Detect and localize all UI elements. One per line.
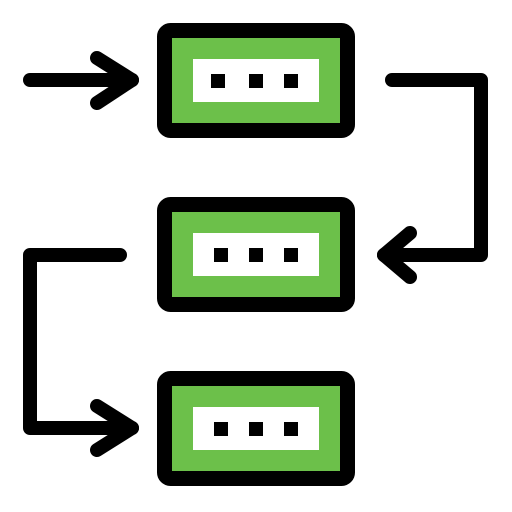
dot	[284, 248, 298, 262]
ellipsis-icon	[214, 248, 298, 262]
ellipsis-icon	[211, 74, 298, 88]
ellipsis-icon	[214, 422, 298, 436]
flow-step-1	[157, 23, 355, 138]
entry-arrow-icon	[23, 51, 139, 110]
flow-step-2	[157, 197, 355, 312]
dot	[211, 74, 225, 88]
dot	[249, 74, 263, 88]
step1-to-step2-head	[377, 226, 417, 284]
step1-to-step2-arrow-icon	[377, 73, 488, 284]
dot	[249, 248, 263, 262]
flow-step-3	[157, 371, 355, 486]
dot	[249, 422, 263, 436]
dot	[284, 422, 298, 436]
step2-to-step3-head	[90, 399, 139, 457]
dot	[214, 248, 228, 262]
step2-to-step3-arrow-icon	[23, 248, 139, 457]
dot	[214, 422, 228, 436]
step2-to-step3-shaft	[23, 248, 139, 435]
entry-arrow-head	[90, 51, 139, 110]
dot	[284, 74, 298, 88]
step1-to-step2-shaft	[377, 73, 488, 262]
